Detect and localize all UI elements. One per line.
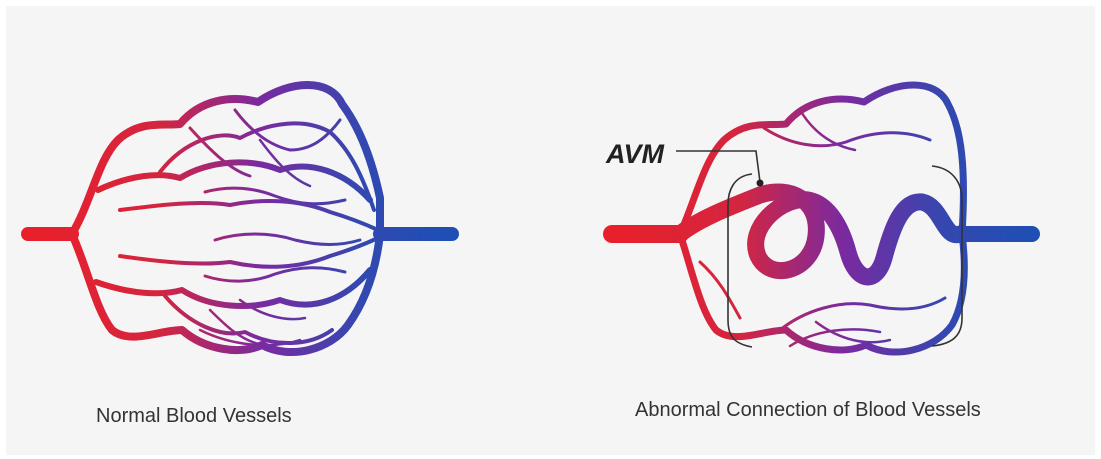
vessel [205,268,345,281]
vessel [120,201,378,230]
normal-vessel-network [28,85,452,352]
vessel [780,298,945,330]
avm-tangle-vessel [680,192,960,277]
vessel [764,128,930,146]
avm-leader-line [676,151,764,187]
avm-label: AVM [606,139,664,170]
vessel [210,310,262,345]
normal-vessels-caption: Normal Blood Vessels [96,405,292,428]
vessel [96,270,370,306]
outer-vessel-bottom [680,234,964,352]
abnormal-vessel-network [612,85,1032,352]
abnormal-vessels-caption: Abnormal Connection of Blood Vessels [635,399,981,422]
vessel [215,234,360,245]
vessel [120,238,378,267]
